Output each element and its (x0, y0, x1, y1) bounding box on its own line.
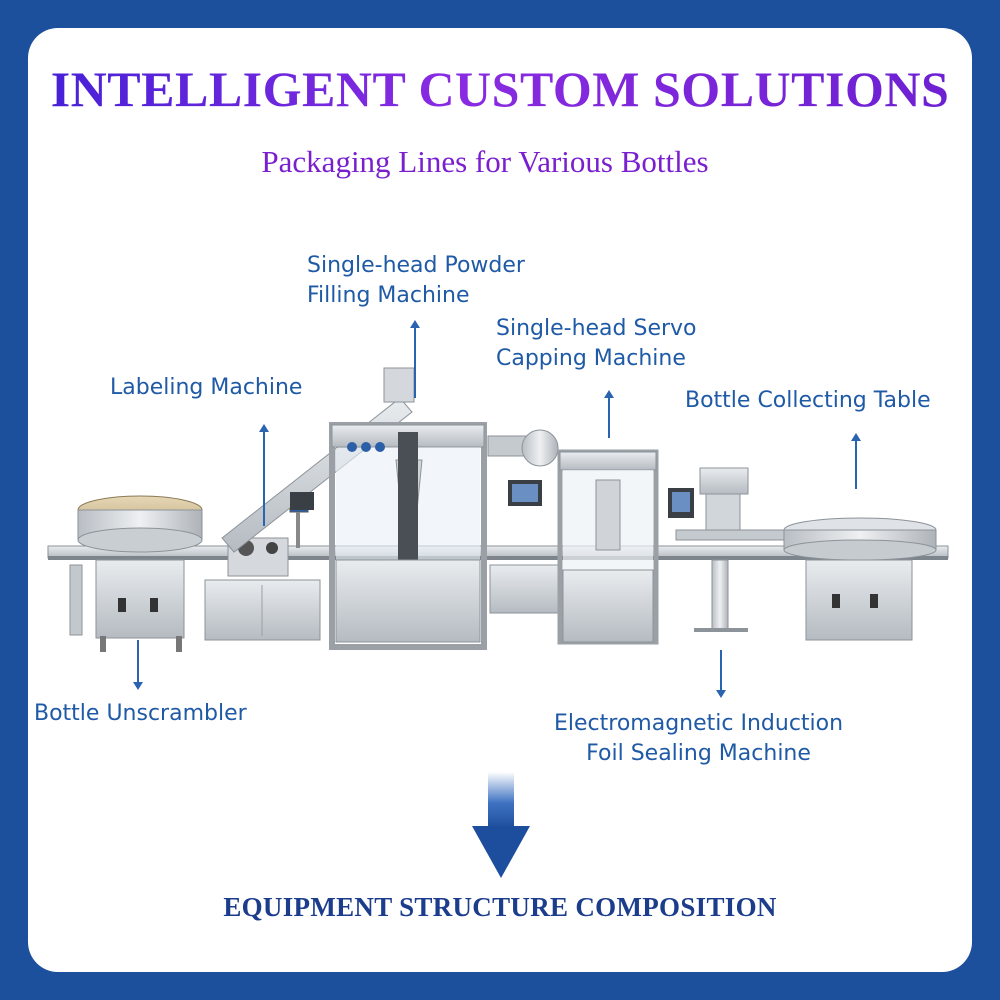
arrow-servo-capping (604, 390, 614, 438)
label-labeling: Labeling Machine (110, 375, 303, 400)
arrow-foil-sealing (716, 650, 726, 698)
foil-sealing-machine (668, 467, 791, 632)
footer-caption: EQUIPMENT STRUCTURE COMPOSITION (223, 892, 777, 922)
label-unscrambler: Bottle Unscrambler (34, 701, 247, 726)
page-subtitle: Packaging Lines for Various Bottles (261, 144, 709, 179)
servo-capping-machine (508, 449, 659, 645)
flow-arrow-down-icon (472, 772, 530, 878)
page-title: INTELLIGENT CUSTOM SOLUTIONS (0, 60, 1000, 118)
labeling-machine (204, 497, 321, 641)
arrow-unscrambler (133, 640, 143, 690)
powder-filling-machine (290, 422, 487, 650)
label-foil-sealing: Electromagnetic Induction Foil Sealing M… (554, 711, 844, 766)
label-servo-capping: Single-head Servo Capping Machine (496, 316, 697, 371)
dust-collector (487, 429, 559, 614)
label-powder-filling: Single-head Powder Filling Machine (307, 253, 525, 308)
label-collecting-table: Bottle Collecting Table (685, 388, 931, 413)
arrow-labeling (259, 424, 269, 526)
arrow-powder-filling (410, 320, 420, 398)
bottle-unscrambler-machine (69, 495, 203, 652)
arrow-collecting-table (851, 433, 861, 489)
bottle-collecting-table-machine (783, 517, 937, 641)
